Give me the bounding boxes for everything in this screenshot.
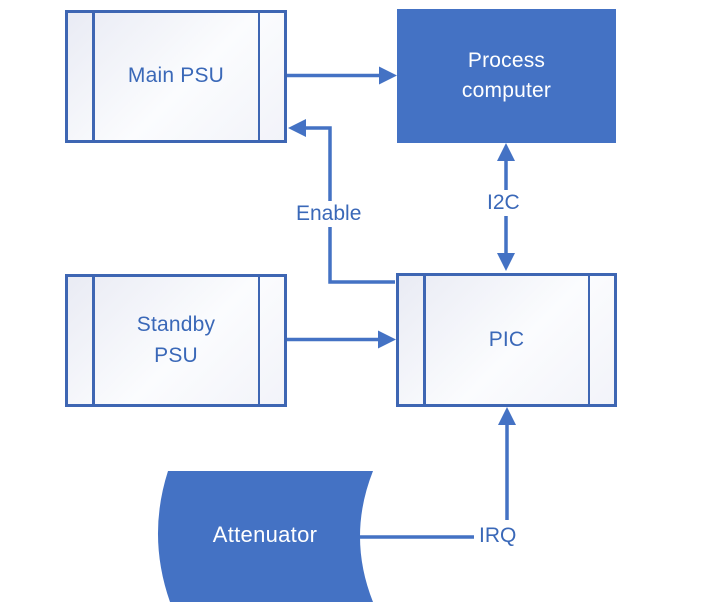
i2c-wire-label: I2C — [482, 190, 525, 216]
arrow-standby-psu-to-pic — [287, 330, 396, 349]
predefined-process-bar-right — [257, 277, 260, 404]
predefined-process-bar-right — [257, 13, 260, 140]
arrow-main-psu-to-process-computer — [287, 66, 397, 85]
irq-wire-label: IRQ — [474, 523, 522, 549]
attenuator-node — [157, 471, 373, 602]
node-label: Main PSU — [127, 64, 225, 88]
standby-psu-node: Standby PSU — [65, 274, 287, 407]
predefined-process-bar-left — [423, 276, 426, 404]
predefined-process-bar-right — [587, 276, 590, 404]
process-computer-node: Process computer — [397, 9, 616, 143]
predefined-process-bar-left — [92, 277, 95, 404]
node-label: Process computer — [461, 48, 552, 102]
enable-wire-label: Enable — [291, 201, 367, 227]
predefined-process-bar-left — [92, 13, 95, 140]
node-label: Standby PSU — [136, 313, 216, 367]
node-label: PIC — [488, 327, 525, 351]
main-psu-node: Main PSU — [65, 10, 287, 143]
pic-node: PIC — [396, 273, 617, 407]
node-label: Attenuator — [212, 522, 318, 547]
arrow-irq-attenuator-to-pic — [360, 407, 516, 539]
